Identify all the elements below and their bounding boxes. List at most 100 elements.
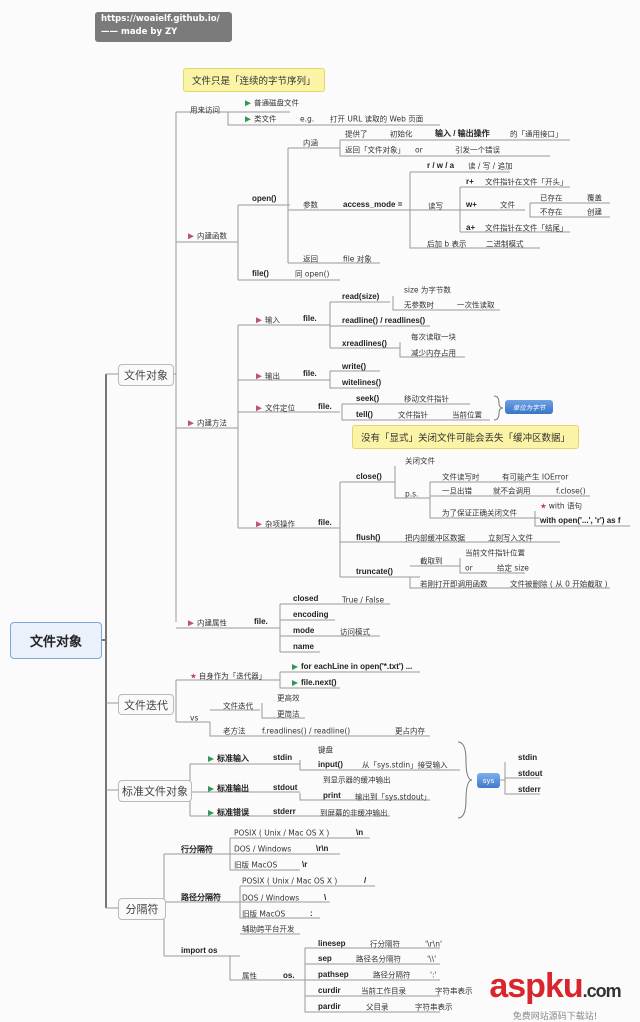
node: \r\n bbox=[316, 844, 329, 853]
node: 内建属性 bbox=[188, 619, 227, 627]
node: 立刻写入文件 bbox=[488, 533, 533, 543]
node: name bbox=[293, 642, 314, 651]
label: 普通磁盘文件 bbox=[254, 98, 299, 108]
node: stdout bbox=[273, 783, 298, 792]
node: True / False bbox=[342, 595, 385, 605]
node: f.close() bbox=[556, 486, 586, 496]
branch-separator[interactable]: 分隔符 bbox=[118, 898, 166, 920]
node: '\r\n' bbox=[425, 939, 443, 949]
node: 类文件 bbox=[245, 115, 277, 123]
node: 输出 bbox=[256, 372, 280, 380]
node: 文件定位 bbox=[256, 404, 295, 412]
node: 一次性读取 bbox=[457, 300, 495, 310]
node: POSIX ( Unix / Mac OS X ) bbox=[242, 876, 338, 886]
label: with 语句 bbox=[548, 501, 583, 511]
watermark-tld: .com bbox=[582, 981, 622, 1001]
star-icon: ★ bbox=[540, 501, 547, 511]
label: 内建属性 bbox=[197, 618, 227, 628]
node: 文件迭代 bbox=[223, 701, 253, 711]
header-banner: https://woaielf.github.io/ —— made by ZY bbox=[95, 12, 232, 42]
flag-icon bbox=[188, 420, 194, 427]
node: 打开 URL 读取的 Web 页面 bbox=[330, 114, 424, 124]
node: 的「通用接口」 bbox=[510, 129, 563, 139]
node: r / w / a bbox=[427, 161, 455, 170]
root-node[interactable]: 文件对象 bbox=[10, 622, 102, 659]
node: 返回 bbox=[303, 254, 318, 264]
node: flush() bbox=[356, 533, 381, 542]
branch-std-file[interactable]: 标准文件对象 bbox=[118, 780, 192, 802]
node: pathsep bbox=[318, 970, 349, 979]
flag-icon bbox=[208, 809, 214, 816]
node: with open('...', 'r') as f bbox=[540, 516, 621, 525]
node: 从「sys.stdin」接受输入 bbox=[362, 760, 448, 770]
node: ★with 语句 bbox=[540, 502, 582, 510]
flag-icon bbox=[292, 663, 298, 670]
label: file.next() bbox=[301, 678, 337, 687]
header-author: —— made by ZY bbox=[101, 27, 178, 37]
node: open() bbox=[252, 194, 277, 203]
node: truncate() bbox=[356, 567, 393, 576]
branch-file-object[interactable]: 文件对象 bbox=[118, 364, 174, 386]
node: 无参数时 bbox=[404, 300, 434, 310]
flag-icon bbox=[292, 679, 298, 686]
flag-icon bbox=[256, 373, 262, 380]
summary-badge: 单位为字节 bbox=[505, 400, 553, 414]
label: 内建方法 bbox=[197, 418, 227, 428]
node: 行分隔符 bbox=[181, 845, 213, 854]
node: 旧版 MacOS bbox=[242, 909, 286, 919]
node: tell() bbox=[356, 410, 373, 419]
label: 文件定位 bbox=[265, 403, 295, 413]
node: close() bbox=[356, 472, 382, 481]
node: stdin bbox=[273, 753, 293, 762]
flag-icon bbox=[245, 116, 251, 123]
node: or bbox=[415, 145, 423, 155]
node: 读 / 写 / 追加 bbox=[468, 161, 513, 171]
node: 就不会调用 bbox=[493, 486, 531, 496]
node: 减少内存占用 bbox=[411, 348, 456, 358]
node: stderr bbox=[273, 807, 296, 816]
node: \n bbox=[356, 828, 364, 837]
node: 普通磁盘文件 bbox=[245, 99, 299, 107]
node: mode bbox=[293, 626, 315, 635]
node: 同 open() bbox=[295, 269, 330, 279]
node: 已存在 bbox=[540, 193, 563, 203]
branch-iteration[interactable]: 文件迭代 bbox=[118, 694, 174, 715]
node: 当前文件指针位置 bbox=[465, 548, 525, 558]
node: 有可能产生 IOError bbox=[502, 472, 569, 482]
node: 参数 bbox=[303, 200, 318, 210]
node: or bbox=[465, 563, 473, 573]
node: 把内部缓冲区数据 bbox=[405, 533, 465, 543]
node: 一旦出错 bbox=[442, 486, 472, 496]
node: 读写 bbox=[428, 201, 443, 211]
node: file. bbox=[318, 518, 332, 527]
node: size 为字节数 bbox=[404, 285, 451, 295]
node: 行分隔符 bbox=[370, 939, 400, 949]
node: 文件指针在文件「开头」 bbox=[485, 177, 568, 187]
label: 标准输入 bbox=[217, 754, 249, 763]
flag-icon bbox=[208, 755, 214, 762]
node: closed bbox=[293, 594, 319, 603]
header-url[interactable]: https://woaielf.github.io/ bbox=[101, 14, 220, 24]
node: 文件被删除 ( 从 0 开始截取 ) bbox=[510, 579, 608, 589]
node: : bbox=[310, 909, 313, 918]
node: for eachLine in open('*.txt') ... bbox=[292, 663, 412, 671]
node: 到屏幕的非缓冲输出 bbox=[320, 808, 388, 818]
node: 引发一个错误 bbox=[455, 145, 500, 155]
node: 旧版 MacOS bbox=[234, 860, 278, 870]
node: 提供了 bbox=[345, 129, 368, 139]
node: 标准输入 bbox=[208, 755, 249, 763]
node: 用来访问 bbox=[190, 105, 220, 115]
node: os. bbox=[283, 971, 295, 980]
node: a+ bbox=[466, 223, 476, 232]
node: 二进制模式 bbox=[486, 239, 524, 249]
label: 类文件 bbox=[254, 114, 277, 124]
node: 父目录 bbox=[366, 1002, 389, 1012]
node: 文件 bbox=[500, 200, 515, 210]
node: 返回「文件对象」 bbox=[345, 145, 405, 155]
label: 输出 bbox=[265, 371, 280, 381]
node: file() bbox=[252, 269, 269, 278]
node: 更占内存 bbox=[395, 726, 425, 736]
node: pardir bbox=[318, 1002, 341, 1011]
label: 输入 bbox=[265, 315, 280, 325]
node: 当前工作目录 bbox=[361, 986, 406, 996]
